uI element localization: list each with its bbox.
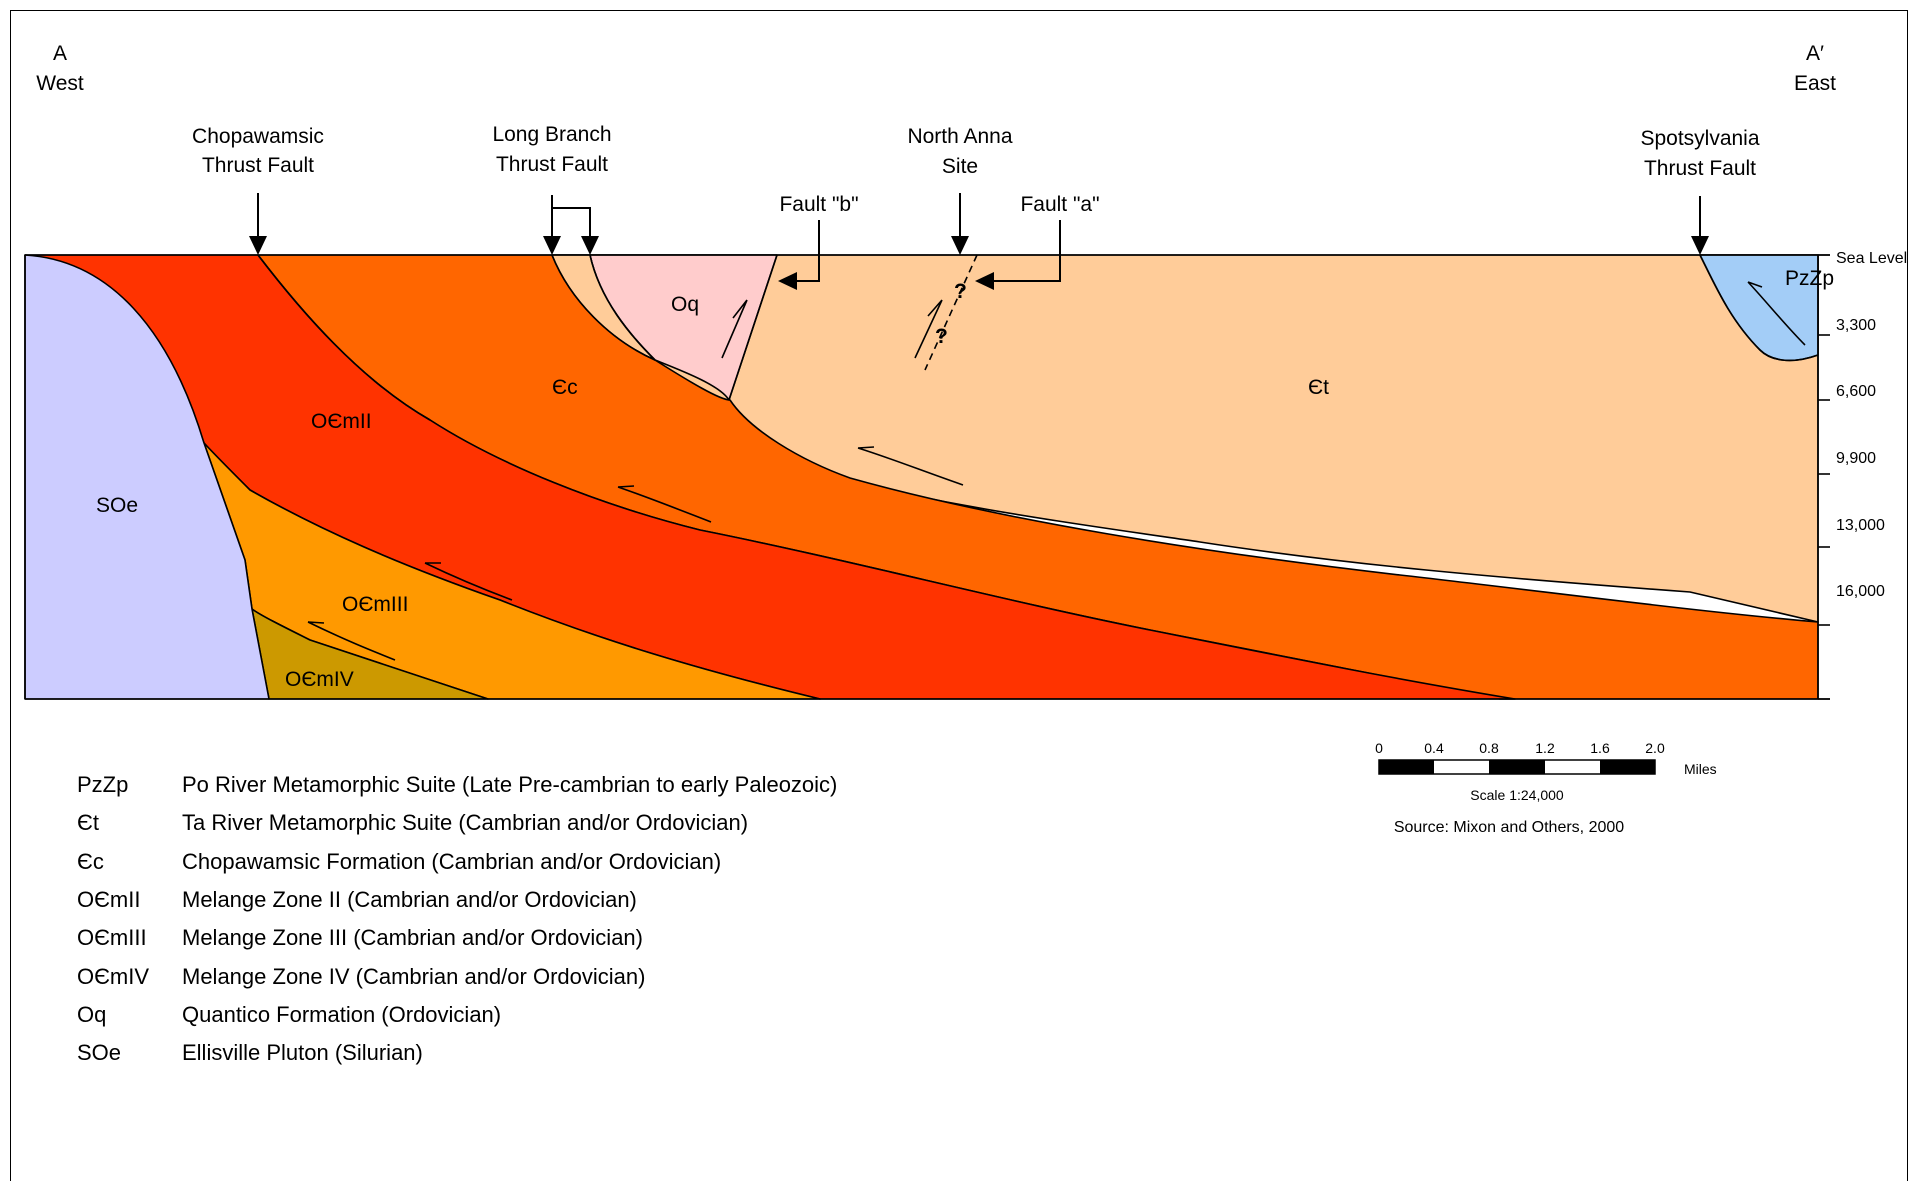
- legend-symbol: Єt: [77, 810, 99, 835]
- north-anna-label-line2: Site: [942, 155, 978, 178]
- unit-label-soe: SOe: [96, 494, 138, 517]
- fault-a-trace: [924, 254, 978, 371]
- scale-tick-1.6: 1.6: [1590, 740, 1610, 756]
- section-end-right-letter: A′: [1806, 42, 1824, 65]
- section-end-left-direction: West: [36, 72, 84, 95]
- section-end-labels: A West A′ East: [36, 42, 1836, 95]
- legend-symbol: OЄmIV: [77, 964, 149, 989]
- scale-tick-0.4: 0.4: [1424, 740, 1444, 756]
- depth-labels: Sea Level 3,300 6,600 9,900 13,000 16,00…: [1836, 250, 1907, 600]
- legend: PzZp Po River Metamorphic Suite (Late Pr…: [77, 772, 837, 1065]
- unit-label-ec: Єc: [552, 376, 578, 399]
- scale-tick-0.8: 0.8: [1479, 740, 1499, 756]
- fault-a-uncertain-mark-1: ?: [954, 280, 967, 303]
- long-branch-label-line2: Thrust Fault: [496, 153, 608, 176]
- legend-description: Melange Zone III (Cambrian and/or Ordovi…: [182, 925, 643, 950]
- legend-symbol: OЄmIII: [77, 925, 147, 950]
- motion-arrow-fault-a: [914, 299, 943, 359]
- legend-symbol: PzZp: [77, 772, 128, 797]
- north-anna-label-line1: North Anna: [907, 125, 1012, 148]
- legend-description: Melange Zone IV (Cambrian and/or Ordovic…: [182, 964, 645, 989]
- spotsylvania-label-line2: Thrust Fault: [1644, 157, 1756, 180]
- scale-tick-0: 0: [1375, 740, 1383, 756]
- long-branch-splay-2: [589, 254, 656, 361]
- depth-label-3300: 3,300: [1836, 317, 1876, 334]
- fault-a-uncertain-mark-2: ?: [935, 325, 948, 348]
- scale-ratio: Scale 1:24,000: [1470, 787, 1564, 803]
- legend-description: Chopawamsic Formation (Cambrian and/or O…: [182, 849, 721, 874]
- scale-tick-1.2: 1.2: [1535, 740, 1555, 756]
- legend-symbol: OЄmII: [77, 887, 140, 912]
- unit-label-oq: Oq: [671, 293, 699, 316]
- fault-name-labels: Chopawamsic Thrust Fault Long Branch Thr…: [192, 123, 1760, 216]
- legend-description: Melange Zone II (Cambrian and/or Ordovic…: [182, 887, 637, 912]
- section-end-right-direction: East: [1794, 72, 1836, 95]
- fault-a-label: Fault "a": [1020, 193, 1099, 216]
- motion-arrow-oemiii: [307, 621, 396, 661]
- unit-label-et: Єt: [1308, 376, 1329, 399]
- unit-label-pzzp: PzZp: [1785, 267, 1834, 290]
- spotsylvania-fault-trace: [1699, 254, 1819, 362]
- unit-labels: PzZp Єt Єc Oq OЄmII OЄmIII OЄmIV SOe: [96, 267, 1834, 691]
- legend-description: Quantico Formation (Ordovician): [182, 1002, 501, 1027]
- motion-arrow-oemii: [424, 562, 513, 601]
- legend-description: Po River Metamorphic Suite (Late Pre-cam…: [182, 772, 837, 797]
- pointer-arrows: [249, 193, 1709, 290]
- unit-label-oemiv: OЄmIV: [285, 668, 354, 691]
- motion-arrow-et: [857, 446, 964, 486]
- depth-label-16000: 16,000: [1836, 583, 1885, 600]
- legend-description: Ellisville Pluton (Silurian): [182, 1040, 423, 1065]
- unit-label-oemii: OЄmII: [311, 410, 372, 433]
- figure-frame: [10, 10, 1908, 1181]
- unit-soe-area: [24, 254, 270, 700]
- scale-unit: Miles: [1684, 761, 1717, 777]
- motion-arrow-oq: [721, 299, 748, 359]
- scale-tick-2.0: 2.0: [1645, 740, 1665, 756]
- scale-bar: 0 0.4 0.8 1.2 1.6 2.0 Miles Scale 1:24,0…: [1375, 740, 1717, 836]
- long-branch-label-line1: Long Branch: [492, 123, 611, 146]
- motion-arrows: [307, 281, 1806, 661]
- depth-ticks: [1818, 254, 1830, 700]
- legend-symbol: Єc: [77, 849, 104, 874]
- fault-traces: [257, 254, 1819, 421]
- motion-arrow-ec: [617, 485, 712, 523]
- depth-label-13000: 13,000: [1836, 517, 1885, 534]
- depth-label-sea-level: Sea Level: [1836, 250, 1907, 267]
- legend-description: Ta River Metamorphic Suite (Cambrian and…: [182, 810, 748, 835]
- chopawamsic-label-line1: Chopawamsic: [192, 125, 324, 148]
- section-end-left-letter: A: [53, 42, 67, 65]
- long-branch-splay-1: [551, 254, 656, 361]
- depth-label-6600: 6,600: [1836, 383, 1876, 400]
- fault-b-trace: [728, 254, 778, 401]
- unit-oemiv-area: [251, 608, 489, 700]
- fault-b-label: Fault "b": [779, 193, 858, 216]
- geologic-units: [24, 254, 1819, 700]
- scale-bar-ticks: 0 0.4 0.8 1.2 1.6 2.0: [1375, 740, 1665, 756]
- spotsylvania-label-line1: Spotsylvania: [1640, 127, 1759, 150]
- source-note: Source: Mixon and Others, 2000: [1394, 819, 1624, 836]
- chopawamsic-fault-trace: [257, 254, 431, 421]
- legend-symbol: Oq: [77, 1002, 106, 1027]
- unit-label-oemiii: OЄmIII: [342, 593, 408, 616]
- chopawamsic-label-line2: Thrust Fault: [202, 154, 314, 177]
- legend-symbol: SOe: [77, 1040, 121, 1065]
- motion-arrow-pzzp: [1747, 281, 1806, 346]
- depth-label-9900: 9,900: [1836, 450, 1876, 467]
